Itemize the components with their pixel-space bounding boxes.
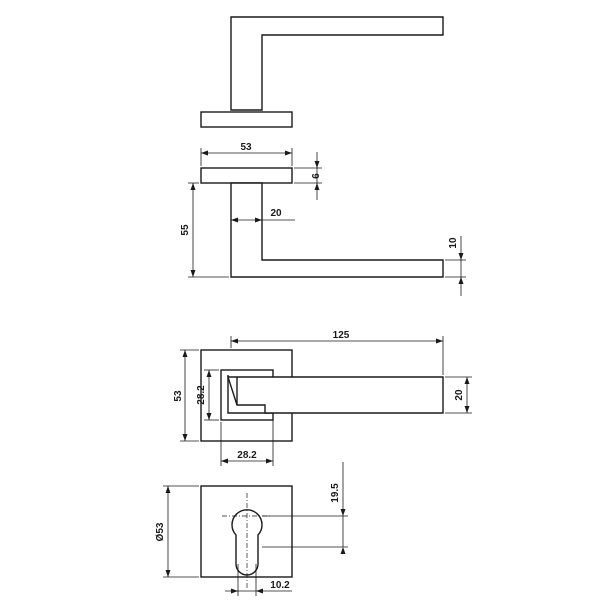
- side-view-lever: [230, 182, 444, 278]
- top-view-lever: [230, 16, 444, 111]
- dim-keyhole-offset: 19.5: [330, 483, 341, 503]
- dim-lever-length: 125: [333, 330, 350, 341]
- dim-keyhole-width: 10.2: [270, 580, 290, 591]
- dim-front-rose-height: 53: [173, 390, 184, 402]
- side-view-rose: [200, 167, 293, 184]
- dim-lever-width: 20: [454, 389, 465, 401]
- top-view-rose: [200, 111, 293, 128]
- dim-lever-thickness: 10: [448, 237, 459, 249]
- dim-rose-thickness: 9: [309, 173, 320, 179]
- dim-escutcheon-size: Ø53: [155, 522, 166, 541]
- top-view: [200, 16, 444, 128]
- dim-rose-width: 53: [240, 142, 252, 153]
- dim-lever-offset: 20: [270, 208, 282, 219]
- side-view: 53 9 20 55 10: [180, 142, 466, 296]
- dim-inner-square-height: 28.2: [196, 385, 207, 405]
- dim-inner-square-width: 28.2: [237, 450, 257, 461]
- front-view: 125 53 28.2 28.2 20: [173, 330, 472, 466]
- escutcheon-view: Ø53 19.5 10.2: [155, 462, 348, 596]
- keyhole-icon: [231, 509, 263, 576]
- dim-lever-height: 55: [180, 224, 191, 236]
